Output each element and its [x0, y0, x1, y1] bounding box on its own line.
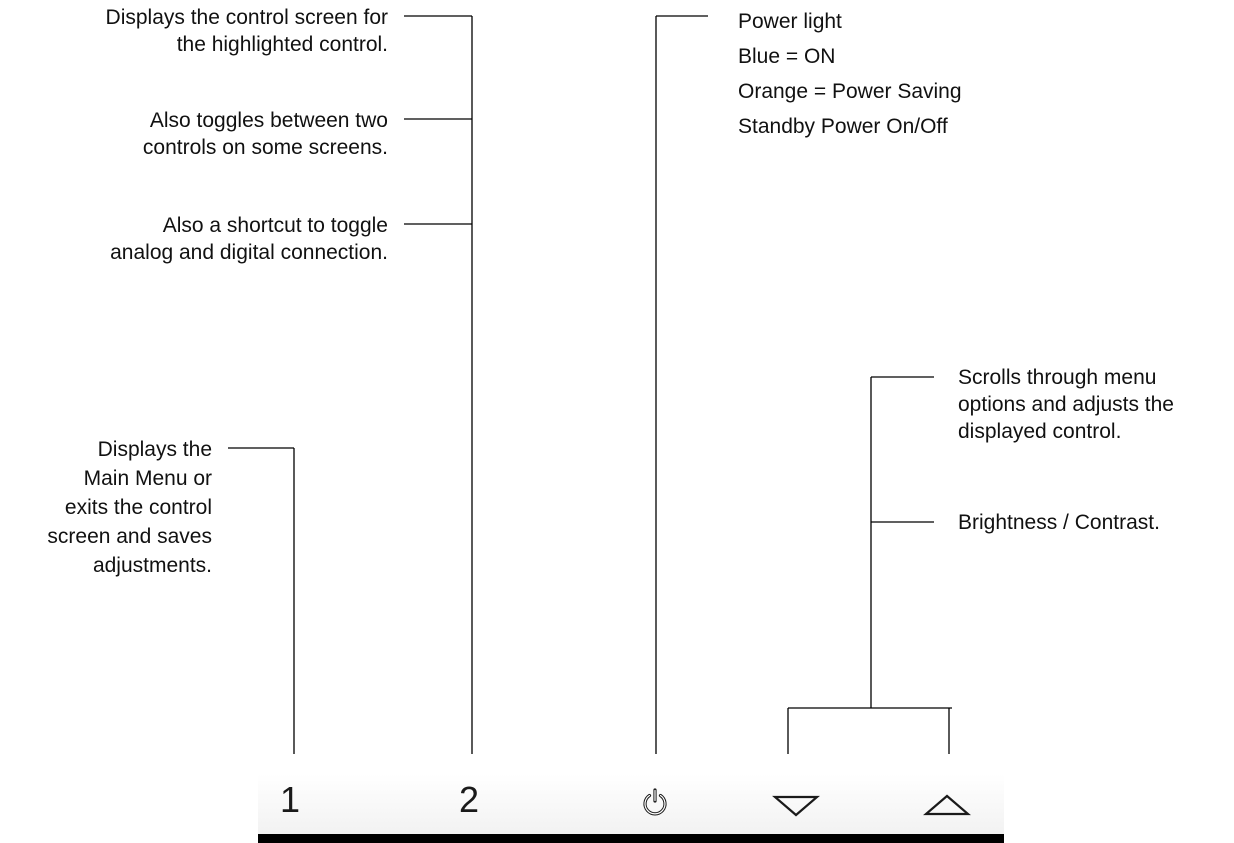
callout-line: Power light: [738, 10, 842, 33]
callout-line: analog and digital connection.: [110, 241, 388, 264]
callout-line: Also toggles between two: [149, 109, 388, 132]
callout-line: Orange = Power Saving: [738, 80, 962, 103]
callout-line: Brightness / Contrast.: [958, 511, 1160, 534]
callout-line: the highlighted control.: [176, 33, 388, 56]
callout-button2-enter: Displays the control screen for the high…: [106, 4, 388, 58]
callout-arrows-shortcut: Brightness / Contrast.: [958, 509, 1160, 536]
callout-power: Power light Blue = ON Orange = Power Sav…: [738, 4, 962, 144]
button-panel: [258, 774, 1004, 834]
callout-line: Displays the: [97, 438, 212, 461]
up-triangle-icon[interactable]: [923, 793, 971, 817]
power-icon[interactable]: [639, 786, 671, 818]
callout-button2-toggle: Also toggles between two controls on som…: [143, 107, 388, 161]
callout-line: Standby Power On/Off: [738, 115, 948, 138]
monitor-bezel-edge: [258, 834, 1004, 843]
callout-line: adjustments.: [92, 554, 212, 577]
callout-line: exits the control: [64, 496, 212, 519]
callout-button2-shortcut: Also a shortcut to toggle analog and dig…: [110, 212, 388, 266]
down-triangle-icon[interactable]: [772, 794, 820, 818]
callout-line: options and adjusts the: [958, 393, 1174, 416]
button-2-label: 2: [459, 779, 480, 820]
callout-button1: Displays the Main Menu or exits the cont…: [47, 435, 212, 580]
button-2[interactable]: 2: [459, 780, 479, 820]
button-1[interactable]: 1: [280, 780, 300, 820]
callout-line: screen and saves: [47, 525, 212, 548]
button-1-label: 1: [280, 779, 301, 820]
callout-line: Blue = ON: [738, 45, 836, 68]
callout-line: Scrolls through menu: [958, 366, 1157, 389]
callout-line: controls on some screens.: [142, 136, 388, 159]
callout-line: Displays the control screen for: [105, 6, 388, 29]
callout-line: displayed control.: [958, 420, 1122, 443]
callout-arrows-scroll: Scrolls through menu options and adjusts…: [958, 364, 1174, 445]
callout-line: Main Menu or: [83, 467, 212, 490]
callout-line: Also a shortcut to toggle: [162, 214, 388, 237]
